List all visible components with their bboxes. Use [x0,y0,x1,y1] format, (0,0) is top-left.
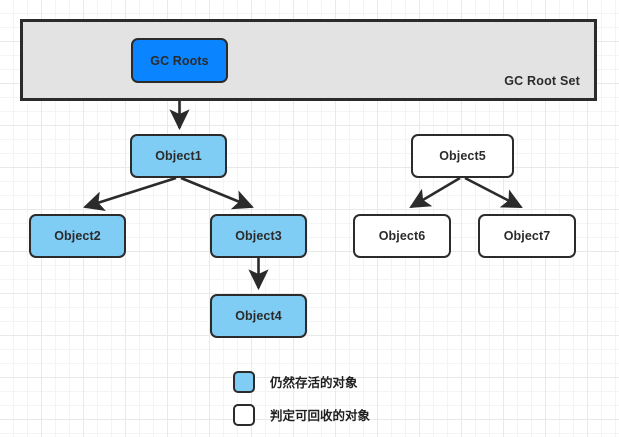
node-object3[interactable]: Object3 [210,214,307,258]
legend-label-alive: 仍然存活的对象 [270,376,358,390]
node-object1-label: Object1 [155,149,202,163]
node-object5[interactable]: Object5 [411,134,514,178]
gc-root-set-container: GC Root Set [20,19,597,101]
edge-object1-object2 [83,176,177,211]
node-object2-label: Object2 [54,229,101,243]
legend-swatch-dead-icon [233,403,255,426]
node-gc-roots-label: GC Roots [150,53,209,68]
node-object6[interactable]: Object6 [353,214,451,258]
legend: 仍然存活的对象 判定可回收的对象 [233,365,370,431]
legend-item-alive: 仍然存活的对象 [233,365,370,398]
edge-object5-object6 [409,176,461,209]
node-object7-label: Object7 [503,229,551,243]
legend-swatch-alive-icon [233,370,255,393]
node-object4[interactable]: Object4 [210,294,307,338]
node-object2[interactable]: Object2 [29,214,126,258]
node-gc-roots[interactable]: GC Roots [131,38,228,83]
legend-item-dead: 判定可回收的对象 [233,398,370,431]
node-object4-label: Object4 [235,309,282,323]
node-object1[interactable]: Object1 [130,134,227,178]
node-object7[interactable]: Object7 [478,214,576,258]
node-object3-label: Object3 [235,229,282,243]
node-object6-label: Object6 [378,229,426,243]
edge-object5-object7 [464,176,523,209]
edge-object1-object3 [180,176,254,210]
gc-root-set-label: GC Root Set [504,74,580,88]
legend-label-dead: 判定可回收的对象 [270,409,371,423]
node-object5-label: Object5 [439,149,486,163]
